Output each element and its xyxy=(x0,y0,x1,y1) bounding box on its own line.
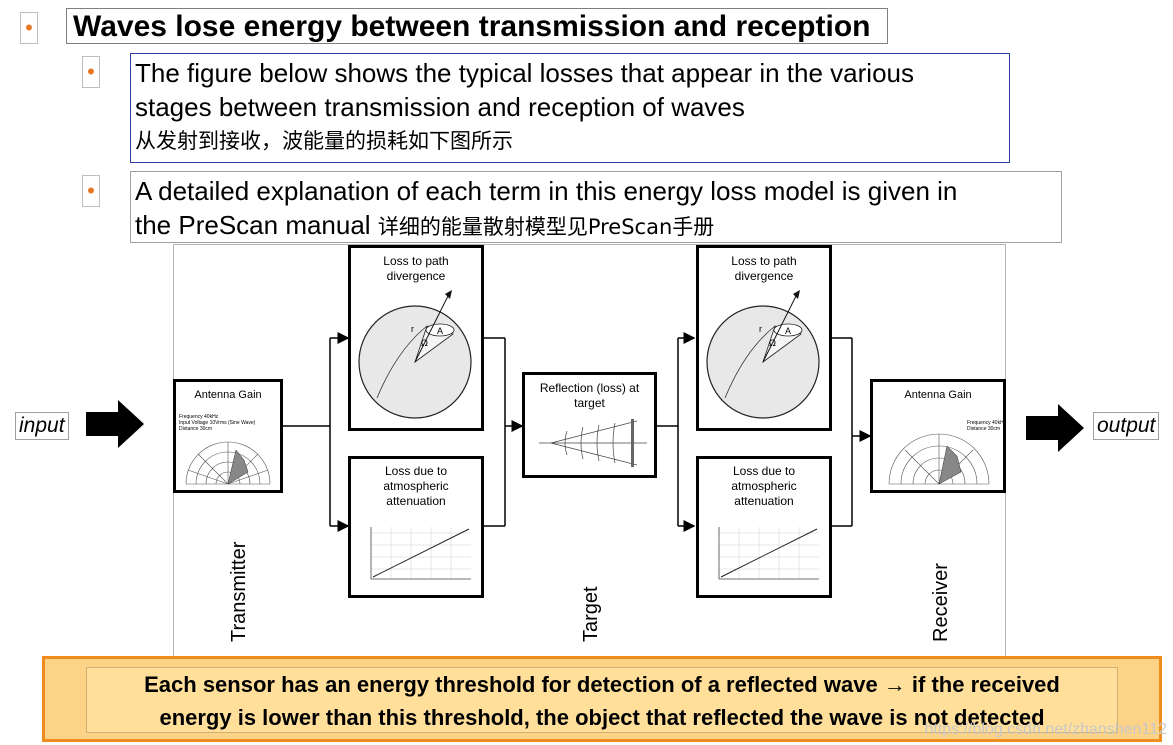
bullet-1-line-2: stages between transmission and receptio… xyxy=(135,92,745,122)
path-loss-label-1: Loss to path divergence xyxy=(383,254,449,283)
attenuation-chart-icon xyxy=(370,527,471,580)
sphere-cone-icon: r A Ω xyxy=(358,290,472,419)
atmospheric-block-1: Loss due to atmospheric attenuation xyxy=(348,456,484,598)
atm-loss-label-2: Loss due to atmospheric attenuation xyxy=(731,464,797,508)
svg-text:r: r xyxy=(759,324,762,334)
atmospheric-block-2: Loss due to atmospheric attenuation xyxy=(696,456,832,598)
output-label: output xyxy=(1093,412,1160,440)
watermark: https://blog.csdn.net/zhanshen112 xyxy=(924,721,1167,738)
sphere-cone-icon: r A Ω xyxy=(706,290,820,419)
stage-label-transmitter: Transmitter xyxy=(228,541,250,642)
reflection-label: Reflection (loss) at target xyxy=(539,381,640,410)
note-line-2: energy is lower than this threshold, the… xyxy=(159,705,1045,730)
path-divergence-block-2: Loss to path divergence r A Ω xyxy=(696,245,832,431)
tx-antenna-title: Antenna Gain xyxy=(194,389,262,401)
note-line-1: Each sensor has an energy threshold for … xyxy=(144,672,1060,697)
bullet-2-chinese: 详细的能量散射模型见PreScan手册 xyxy=(377,215,715,239)
bullet-marker: • xyxy=(82,56,100,88)
input-arrow-icon xyxy=(86,400,144,448)
svg-text:Ω: Ω xyxy=(421,339,428,349)
tx-antenna-gain-block: Antenna Gain Frequency 40kHz Input Volta… xyxy=(173,379,283,493)
bullet-text-2: A detailed explanation of each term in t… xyxy=(130,171,1062,243)
slide-title: Waves lose energy between transmission a… xyxy=(66,8,888,44)
rx-antenna-title: Antenna Gain xyxy=(904,389,972,401)
bullet-1-line-1: The figure below shows the typical losse… xyxy=(135,58,914,88)
svg-text:A: A xyxy=(785,326,791,336)
attenuation-chart-icon xyxy=(718,527,819,580)
tx-polar-plot-icon xyxy=(185,441,271,485)
stage-label-target: Target xyxy=(580,586,602,642)
rx-antenna-gain-block: Antenna Gain Frequency 40kHz Distance 30… xyxy=(870,379,1006,493)
reflection-beam-icon xyxy=(539,419,647,467)
bullet-text-1: The figure below shows the typical losse… xyxy=(130,53,1010,163)
path-loss-label-2: Loss to path divergence xyxy=(731,254,797,283)
note-box: Each sensor has an energy threshold for … xyxy=(86,667,1118,733)
stage-label-receiver: Receiver xyxy=(930,563,952,642)
bullet-marker: • xyxy=(20,12,38,44)
bullet-2-line-2: the PreScan manual 详细的能量散射模型见PreScan手册 xyxy=(135,210,715,240)
bullet-2-line-1: A detailed explanation of each term in t… xyxy=(135,176,958,206)
bullet-marker: • xyxy=(82,175,100,207)
tx-antenna-specs: Frequency 40kHz Input Voltage 10Vrms (Si… xyxy=(179,414,256,432)
atm-loss-label-1: Loss due to atmospheric attenuation xyxy=(383,464,449,508)
input-label: input xyxy=(15,412,69,440)
output-arrow-icon xyxy=(1026,404,1084,452)
reflection-block: Reflection (loss) at target xyxy=(522,372,657,478)
svg-text:A: A xyxy=(437,326,443,336)
rx-polar-plot-icon xyxy=(888,433,990,485)
rx-antenna-specs: Frequency 40kHz Distance 30cm xyxy=(967,420,1007,432)
path-divergence-block-1: Loss to path divergence r A Ω xyxy=(348,245,484,431)
svg-text:Ω: Ω xyxy=(769,339,776,349)
bullet-1-chinese: 从发射到接收，波能量的损耗如下图所示 xyxy=(135,129,513,153)
svg-text:r: r xyxy=(411,324,414,334)
